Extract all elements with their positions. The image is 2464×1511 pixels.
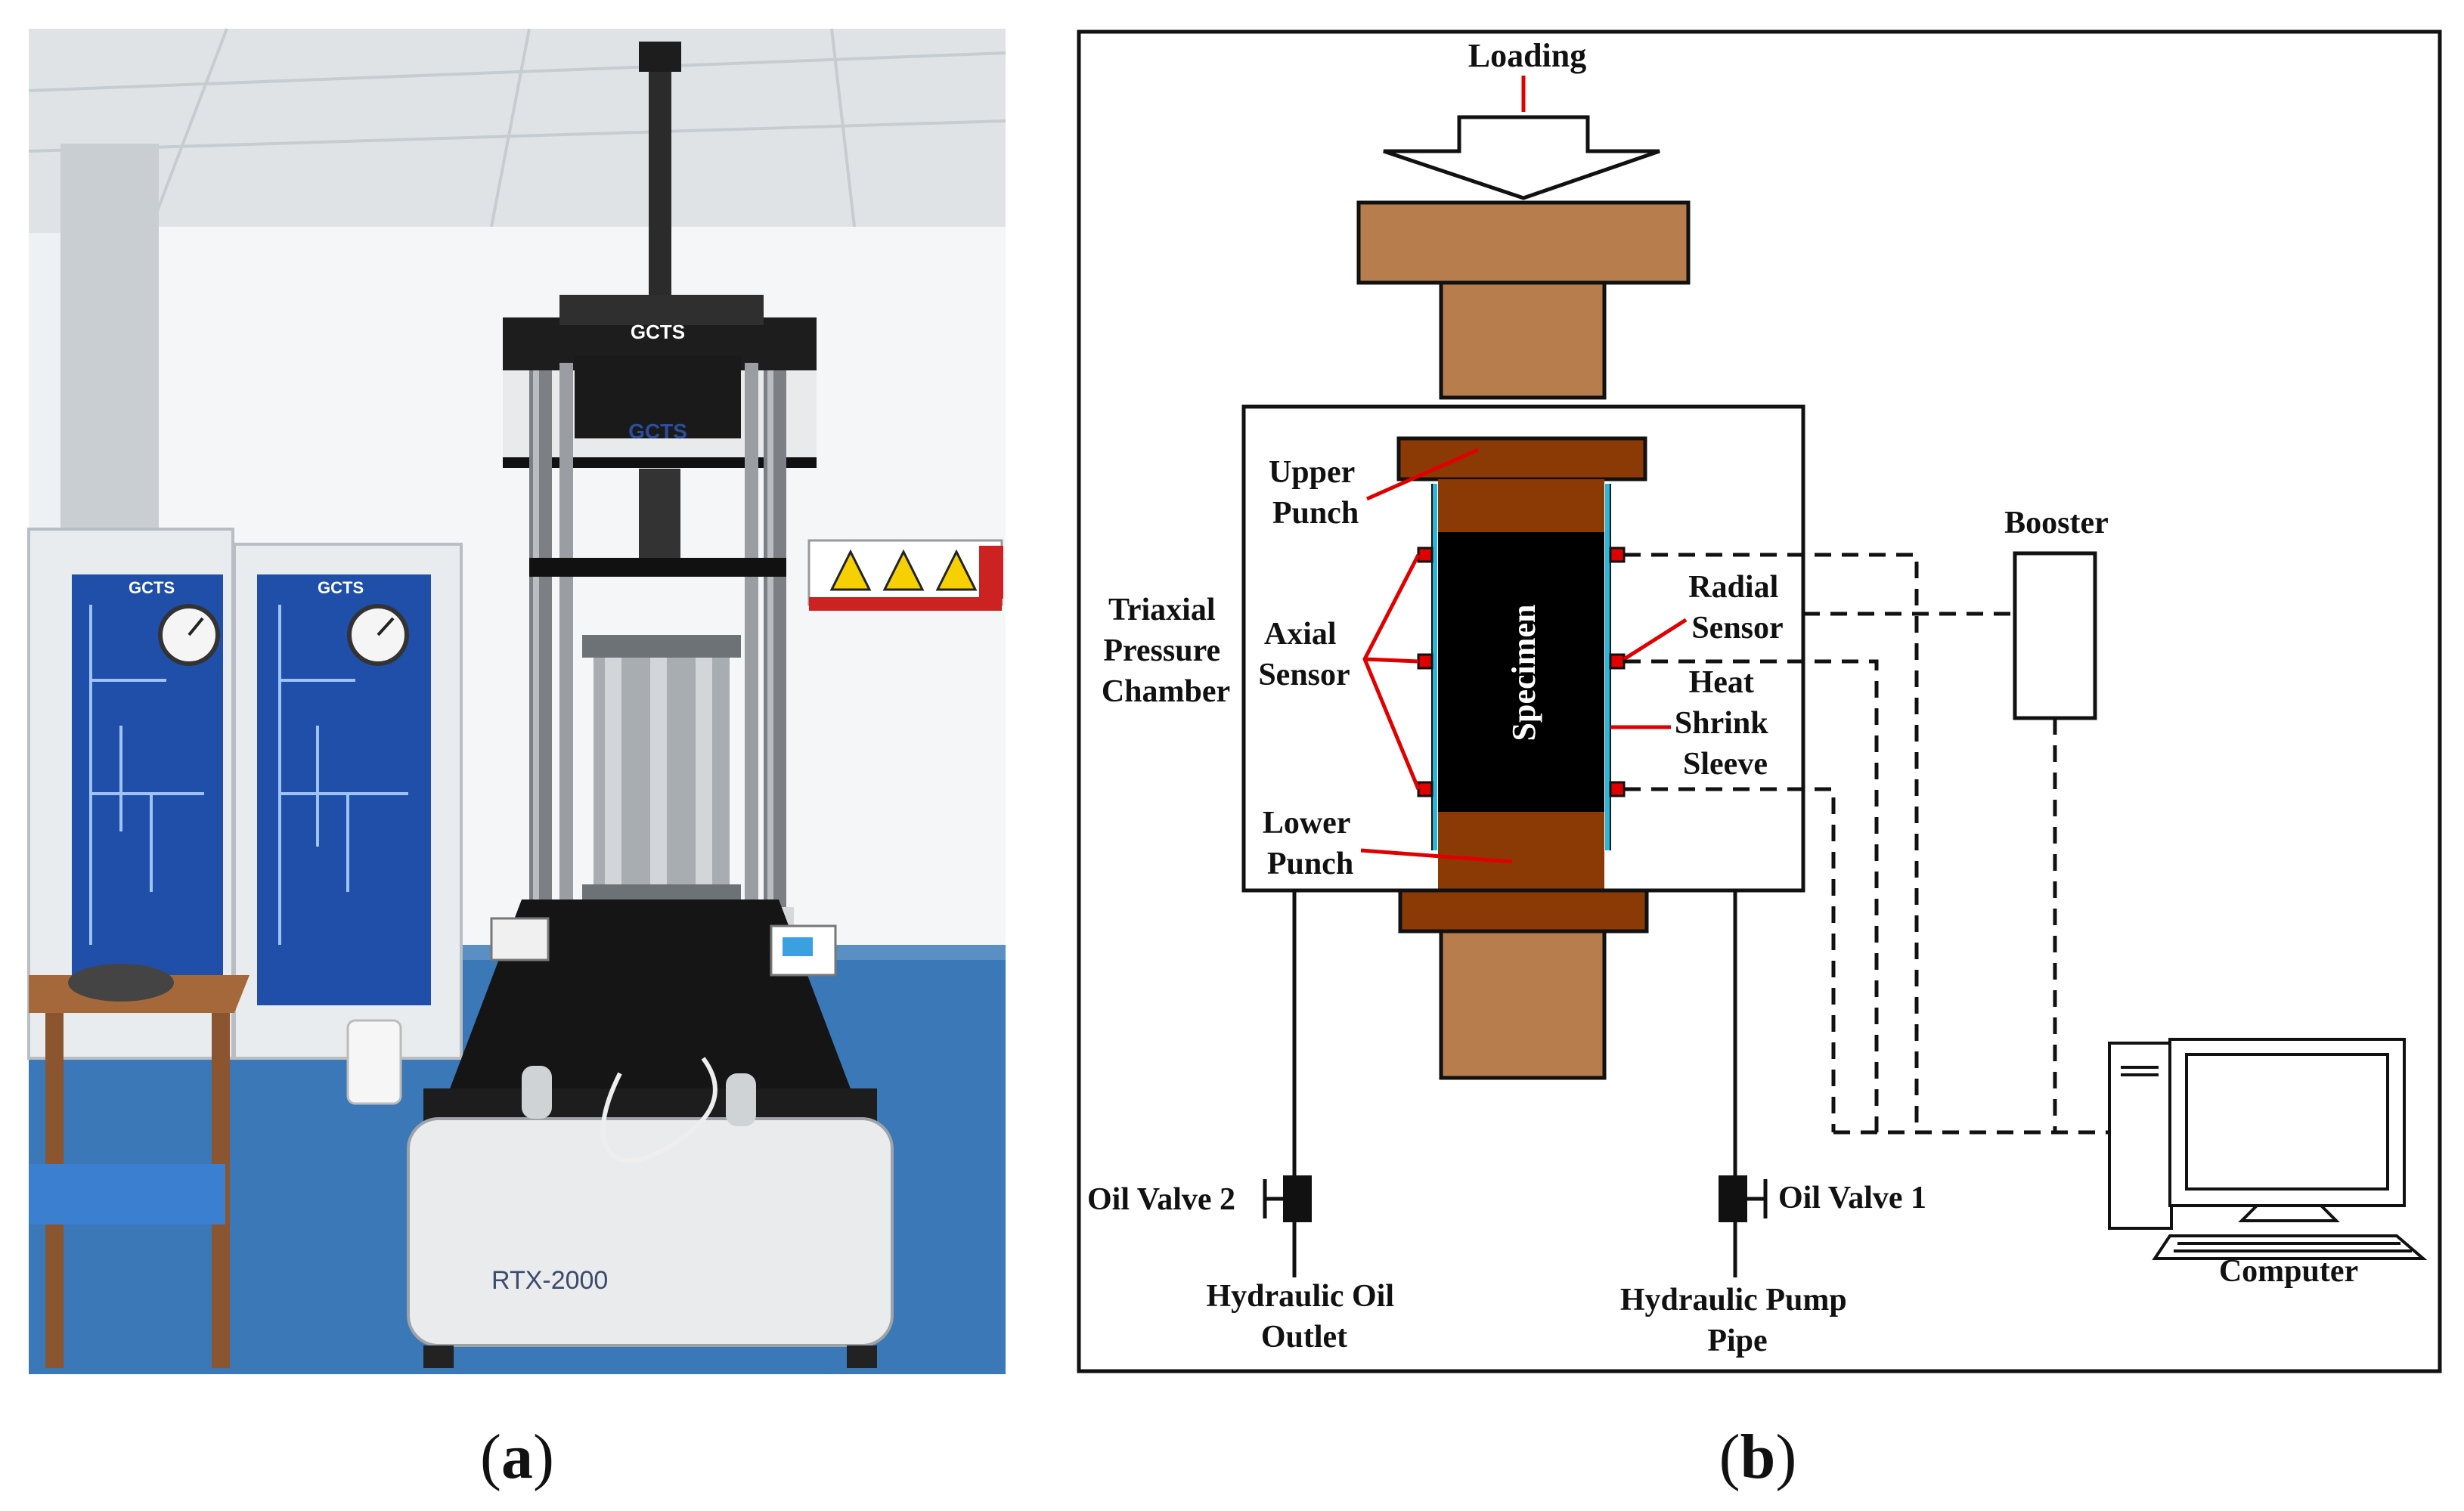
signal-lines <box>1624 553 2109 1135</box>
actuator-rod <box>649 42 671 299</box>
lower-punch-leader <box>1360 848 1513 864</box>
radial-sensor-leader <box>1623 618 1688 661</box>
specimen <box>1438 532 1604 812</box>
frame-brand: GCTS <box>628 420 687 443</box>
upper-punch-leader <box>1365 447 1480 501</box>
schematic-diagram: Loading Specimen Upper Pun <box>1077 29 2442 1373</box>
machine-model-label: RTX-2000 <box>491 1266 608 1295</box>
oil-valve-2-label: Oil Valve 2 <box>1087 1182 1235 1217</box>
cabinet-right-brand: GCTS <box>318 578 364 597</box>
specimen-label: Specimen <box>1505 605 1542 742</box>
computer-icon <box>2108 1038 2428 1260</box>
triaxial-test-machine: GCTS GCTS <box>346 42 894 1368</box>
axial-sensor-top <box>1417 546 1433 563</box>
crosshead-brand: GCTS <box>631 320 685 343</box>
radial-sensor-bottom <box>1609 781 1626 797</box>
lab-photo: GCTS GCTS <box>27 28 1006 1374</box>
upper-punch-cap <box>1396 436 1647 481</box>
loading-arrow <box>1383 115 1660 200</box>
oil-valve-1-label: Oil Valve 1 <box>1778 1181 1926 1215</box>
axial-sensor-label: Axial Sensor <box>1258 617 1350 692</box>
lower-ram <box>1439 929 1607 1080</box>
machine-base <box>407 1117 894 1347</box>
hydraulic-oil-outlet-label: Hydraulic Oil Outlet <box>1206 1279 1402 1355</box>
lower-punch-base <box>1398 888 1649 934</box>
computer-label: Computer <box>2219 1254 2358 1289</box>
safety-signs <box>807 539 1003 611</box>
oil-valve-2-icon <box>1283 1175 1312 1222</box>
control-cabinet-right: GCTS <box>233 543 463 1060</box>
booster <box>2013 551 2097 720</box>
triaxial-pressure-chamber-label: Triaxial Pressure Chamber <box>1102 593 1230 709</box>
loading-label: Loading <box>1468 37 1587 74</box>
cabinet-left-brand: GCTS <box>129 578 175 597</box>
radial-sensor-top <box>1609 546 1626 563</box>
top-plate <box>1356 200 1691 285</box>
lower-punch <box>1438 812 1604 890</box>
radial-sensor-middle <box>1609 653 1626 670</box>
heat-shrink-sleeve-label: Heat Shrink Sleeve <box>1675 665 1776 782</box>
booster-label: Booster <box>2004 506 2109 540</box>
caption-a: (a) <box>480 1422 554 1492</box>
oil-valve-1-icon <box>1719 1175 1747 1222</box>
upper-punch-label: Upper Punch <box>1269 455 1362 531</box>
axial-sensor-middle <box>1417 653 1433 670</box>
radial-sensor-label: Radial Sensor <box>1688 570 1787 646</box>
caption-b: (b) <box>1719 1422 1797 1492</box>
control-cabinet-left: GCTS <box>27 528 234 1060</box>
axial-sensor-bottom <box>1417 781 1433 797</box>
upper-punch <box>1438 479 1604 532</box>
upper-ram <box>1439 280 1607 400</box>
hydraulic-pump-pipe-label: Hydraulic Pump Pipe <box>1620 1283 1855 1358</box>
work-desk <box>29 964 249 1368</box>
lower-punch-label: Lower Punch <box>1263 806 1358 881</box>
